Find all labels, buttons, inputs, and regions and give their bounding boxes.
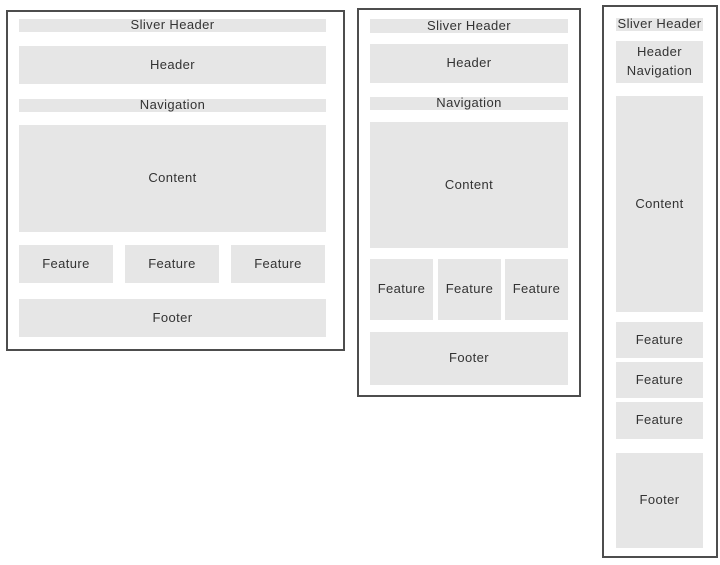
- footer-block: Footer: [19, 299, 326, 337]
- content-block: Content: [370, 122, 568, 248]
- content-block: Content: [616, 96, 703, 312]
- tablet-wireframe-panel: Sliver Header Header Navigation Content …: [357, 8, 581, 397]
- feature-block: Feature: [616, 322, 703, 358]
- footer-block: Footer: [370, 332, 568, 385]
- sliver-header-block: Sliver Header: [616, 16, 703, 32]
- navigation-block: Navigation: [370, 95, 568, 110]
- footer-block: Footer: [616, 453, 703, 548]
- feature-block: Feature: [616, 402, 703, 439]
- feature-block: Feature: [231, 245, 325, 283]
- feature-block: Feature: [370, 259, 433, 320]
- sliver-header-block: Sliver Header: [19, 17, 326, 32]
- feature-block: Feature: [19, 245, 113, 283]
- header-block: Header: [19, 46, 326, 84]
- desktop-wireframe-panel: Sliver Header Header Navigation Content …: [6, 10, 345, 351]
- feature-block: Feature: [125, 245, 219, 283]
- content-block: Content: [19, 125, 326, 232]
- feature-block: Feature: [505, 259, 568, 320]
- header-navigation-block: Header Navigation: [616, 41, 703, 83]
- header-block: Header: [370, 44, 568, 83]
- sliver-header-block: Sliver Header: [370, 18, 568, 33]
- navigation-block: Navigation: [19, 97, 326, 112]
- feature-block: Feature: [616, 362, 703, 398]
- mobile-wireframe-panel: Sliver Header Header Navigation Content …: [602, 5, 718, 558]
- feature-block: Feature: [438, 259, 501, 320]
